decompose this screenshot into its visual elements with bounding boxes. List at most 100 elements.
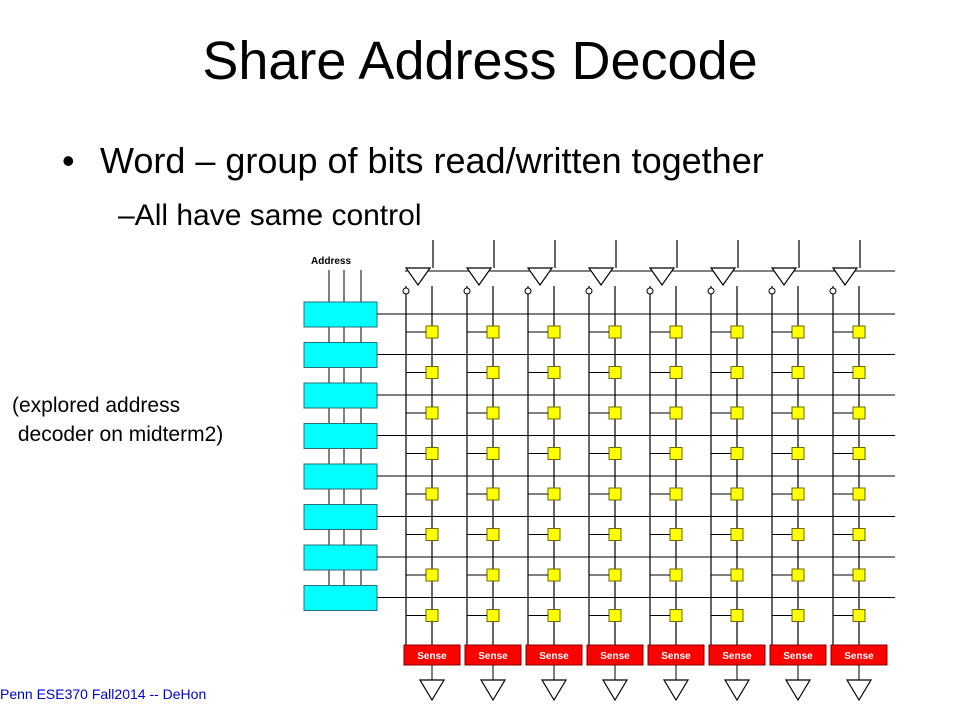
decoder-block-0 — [303, 301, 378, 328]
footer-credit: Penn ESE370 Fall2014 -- DeHon — [0, 686, 207, 702]
bit-cell-6-0 — [425, 568, 439, 582]
output-driver-1 — [479, 679, 507, 702]
decoder-block-7 — [303, 585, 378, 611]
bit-cell-1-2 — [547, 366, 561, 379]
decoder-block-6 — [303, 544, 378, 571]
bit-cell-7-4 — [669, 609, 683, 622]
bit-cell-1-6 — [791, 366, 805, 379]
bit-cell-0-2 — [547, 325, 561, 339]
decoder-block-3 — [303, 423, 378, 449]
bit-cell-2-7 — [852, 406, 866, 420]
sense-amp-label-7: Sense — [844, 651, 874, 662]
bit-cell-2-6 — [791, 406, 805, 420]
driver-bubble-2 — [524, 287, 532, 295]
bit-cell-1-4 — [669, 366, 683, 379]
output-driver-0 — [418, 679, 446, 702]
driver-triangle-2 — [526, 267, 554, 287]
bit-cell-4-6 — [791, 487, 805, 501]
bit-cell-4-5 — [730, 487, 744, 501]
memory-grid: Sense Sense Sense Sense Sense Sense Sense Sense — [303, 240, 895, 702]
bit-cell-6-6 — [791, 568, 805, 582]
bit-cell-7-2 — [547, 609, 561, 622]
decoder-block-1 — [303, 342, 378, 368]
bit-cell-2-4 — [669, 406, 683, 420]
driver-bubble-6 — [768, 287, 776, 295]
bit-cell-1-1 — [486, 366, 500, 379]
bit-cell-3-3 — [608, 447, 622, 460]
bit-cell-0-6 — [791, 325, 805, 339]
bit-cell-5-4 — [669, 528, 683, 541]
sense-amp-label-1: Sense — [478, 651, 508, 662]
output-driver-4 — [662, 679, 690, 702]
bullet-dot: • — [62, 140, 75, 181]
bit-cell-3-4 — [669, 447, 683, 460]
driver-bubble-3 — [585, 287, 593, 295]
bit-cell-1-3 — [608, 366, 622, 379]
bit-cell-3-2 — [547, 447, 561, 460]
driver-triangle-7 — [831, 267, 859, 287]
output-driver-7 — [845, 679, 873, 702]
bit-cell-7-3 — [608, 609, 622, 622]
bit-cell-5-2 — [547, 528, 561, 541]
driver-triangle-3 — [587, 267, 615, 287]
bit-cell-0-5 — [730, 325, 744, 339]
bit-cell-1-0 — [425, 366, 439, 379]
bit-cell-0-3 — [608, 325, 622, 339]
slide-title: Share Address Decode — [202, 31, 758, 91]
bit-cell-7-0 — [425, 609, 439, 622]
output-driver-5 — [723, 679, 751, 702]
sense-amp-label-6: Sense — [783, 651, 813, 662]
bit-cell-3-1 — [486, 447, 500, 460]
bit-cell-3-7 — [852, 447, 866, 460]
sense-amp-label-5: Sense — [722, 651, 752, 662]
output-driver-2 — [540, 679, 568, 702]
driver-triangle-6 — [770, 267, 798, 287]
bit-cell-6-2 — [547, 568, 561, 582]
bit-cell-4-1 — [486, 487, 500, 501]
bit-cell-5-7 — [852, 528, 866, 541]
sense-amp-label-3: Sense — [600, 651, 630, 662]
bullet-word-text: Word – group of bits read/written togeth… — [100, 140, 764, 181]
driver-bubble-1 — [463, 287, 471, 295]
bit-cell-2-5 — [730, 406, 744, 420]
bit-cell-5-3 — [608, 528, 622, 541]
bit-cell-4-0 — [425, 487, 439, 501]
decoder-note-line2: decoder on midterm2) — [12, 423, 224, 446]
sense-amp-label-0: Sense — [417, 651, 447, 662]
bit-cell-7-5 — [730, 609, 744, 622]
driver-bubble-0 — [402, 287, 410, 295]
bit-cell-4-3 — [608, 487, 622, 501]
bit-cell-0-1 — [486, 325, 500, 339]
bit-cell-1-7 — [852, 366, 866, 379]
sense-amp-label-2: Sense — [539, 651, 569, 662]
bit-cell-7-7 — [852, 609, 866, 622]
bit-cell-2-0 — [425, 406, 439, 420]
bit-cell-4-4 — [669, 487, 683, 501]
bit-cell-2-2 — [547, 406, 561, 420]
bit-cell-5-6 — [791, 528, 805, 541]
bit-cell-7-6 — [791, 609, 805, 622]
sub-bullet-control: –All have same control — [118, 199, 422, 232]
decoder-block-4 — [303, 463, 378, 490]
decoder-note: (explored address decoder on midterm2) — [12, 391, 223, 449]
bit-cell-6-3 — [608, 568, 622, 582]
bit-cell-0-0 — [425, 325, 439, 339]
bit-cell-3-0 — [425, 447, 439, 460]
bit-cell-2-1 — [486, 406, 500, 420]
driver-bubble-4 — [646, 287, 654, 295]
address-label: Address — [311, 256, 351, 267]
sense-amp-label-4: Sense — [661, 651, 691, 662]
driver-bubble-5 — [707, 287, 715, 295]
bit-cell-6-5 — [730, 568, 744, 582]
driver-triangle-5 — [709, 267, 737, 287]
bit-cell-1-5 — [730, 366, 744, 379]
bit-cell-0-7 — [852, 325, 866, 339]
bit-cell-3-6 — [791, 447, 805, 460]
driver-triangle-0 — [404, 267, 432, 287]
bit-cell-4-2 — [547, 487, 561, 501]
driver-triangle-1 — [465, 267, 493, 287]
decoder-block-5 — [303, 504, 378, 530]
bit-cell-6-7 — [852, 568, 866, 582]
output-driver-6 — [784, 679, 812, 702]
